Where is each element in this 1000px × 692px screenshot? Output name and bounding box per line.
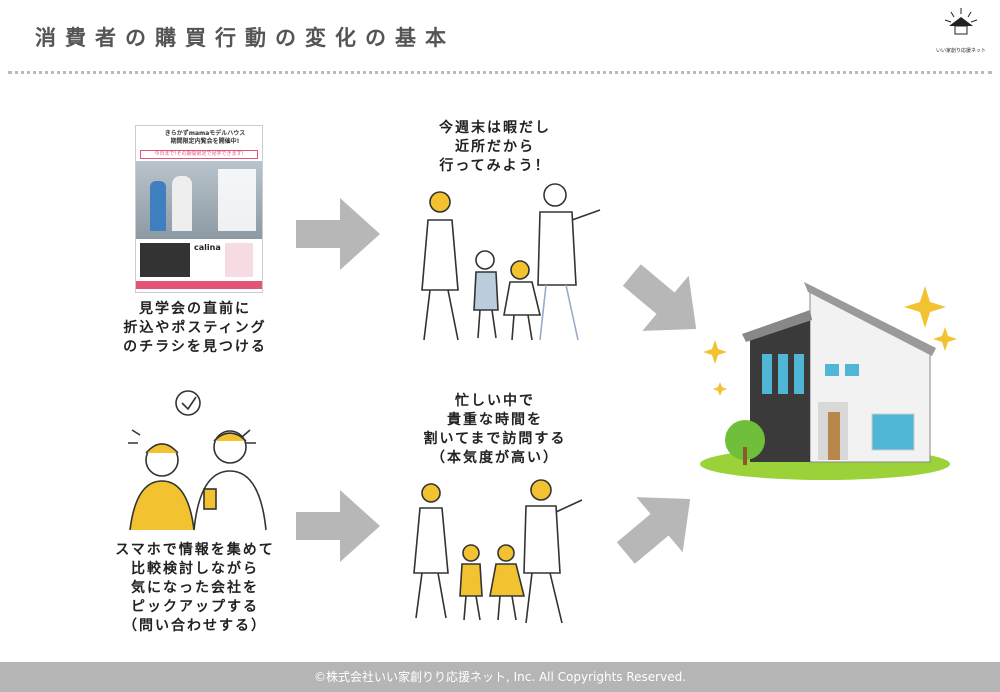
- logo-text: いい家創り応援ネット: [935, 48, 986, 54]
- page-title: 消費者の購買行動の変化の基本: [35, 26, 455, 50]
- flyer-house-photo: [140, 243, 190, 277]
- flyer-banner: 今日まで!その期間限定で見学できます!: [140, 150, 258, 159]
- company-logo: いい家創り応援ネット: [928, 2, 994, 68]
- caption-serious-visit: 忙しい中で貴重な時間を割いてまで訪問する（本気度が高い）: [423, 393, 567, 466]
- logo-emblem-icon: [944, 8, 978, 35]
- arrow-up-right-icon: [616, 497, 691, 564]
- flyer-brand: calina: [194, 243, 221, 252]
- couple-smartphone-illustration: [128, 390, 267, 531]
- footer-copyright: ©株式会社いい家創りり応援ネット, Inc. All Copyrights Re…: [0, 662, 1000, 692]
- arrow-right-icon: [296, 198, 380, 270]
- flyer-headline: きらかずmamaモデルハウス: [164, 130, 246, 137]
- sparkle-icon: [703, 286, 957, 396]
- caption-casual-visit: 今週末は暇だし近所だから行ってみよう！: [439, 120, 551, 174]
- family-visiting-illustration: [413, 479, 583, 624]
- family-walking-illustration: [421, 183, 601, 341]
- flyer-image: きらかずmamaモデルハウス期間限定内覧会を開催中! 今日まで!その期間限定で見…: [135, 125, 263, 293]
- caption-smartphone: スマホで情報を集めて比較検討しながら気になった会社をピックアップする（問い合わせ…: [115, 542, 275, 634]
- arrow-right-icon: [296, 490, 380, 562]
- caption-flyer: 見学会の直前に折込やポスティングのチラシを見つける: [123, 301, 267, 355]
- flyer-photo: [136, 161, 262, 239]
- house-illustration: [700, 282, 957, 480]
- flyer-headline2: 期間限定内覧会を開催中!: [170, 138, 240, 145]
- title-divider: [8, 71, 992, 74]
- arrow-down-right-icon: [622, 264, 697, 331]
